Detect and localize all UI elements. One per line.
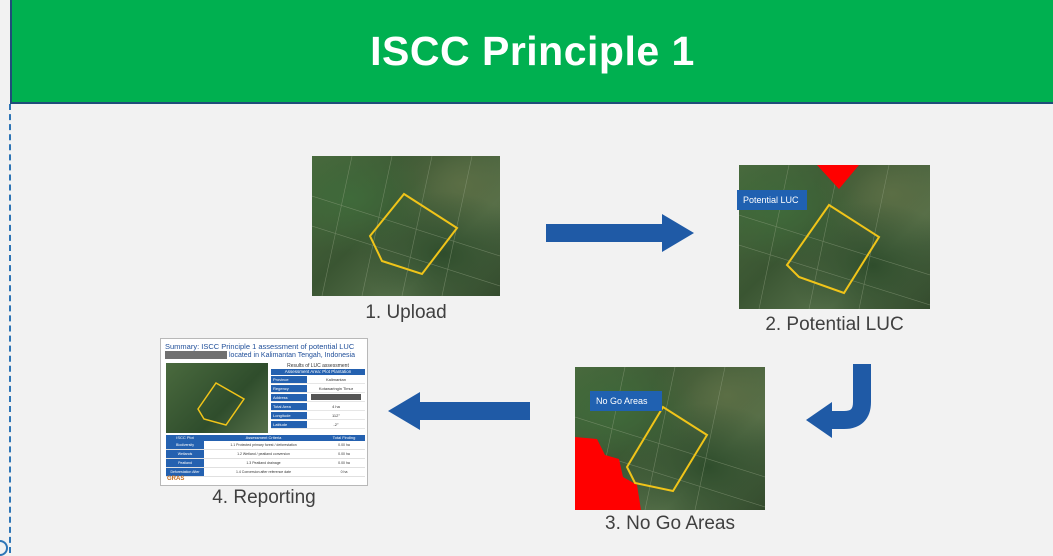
report-results-table: ISCC Plot Assessment Criteria Total Find…	[166, 435, 365, 482]
satellite-plot-3	[575, 367, 765, 510]
arrow-right-icon	[546, 214, 694, 252]
slide-title: ISCC Principle 1	[370, 27, 695, 74]
report-info-panel: Results of LUC assessment Assessment Are…	[271, 363, 365, 433]
step-3-caption: 3. No Go Areas	[605, 513, 735, 534]
upload-map-image	[312, 156, 500, 296]
step-4-caption: 4. Reporting	[212, 487, 316, 508]
redacted-block	[165, 351, 227, 359]
report-panel-bar: Assessment Area: Plot Plantation	[271, 369, 365, 375]
info-row: Address	[271, 393, 365, 402]
report-map-image	[166, 363, 268, 433]
title-banner: ISCC Principle 1	[10, 0, 1053, 104]
report-subtitle: located in Kalimantan Tengah, Indonesia	[229, 352, 355, 359]
curved-arrow-icon	[806, 364, 871, 438]
corner-handle	[0, 540, 8, 556]
satellite-plot-1	[312, 156, 500, 296]
arrow-left-icon	[388, 392, 530, 430]
potential-luc-callout: Potential LUC	[737, 190, 807, 210]
no-go-areas-callout: No Go Areas	[590, 391, 662, 411]
slide-left-border	[9, 104, 11, 553]
potential-luc-map-image	[739, 165, 930, 309]
report-thumbnail: Summary: ISCC Principle 1 assessment of …	[160, 338, 368, 486]
report-panel-heading: Results of LUC assessment	[287, 363, 349, 369]
gras-logo: GRAS	[167, 476, 185, 482]
step-2-caption: 2. Potential LUC	[765, 314, 904, 335]
table-header: ISCC Plot Assessment Criteria Total Find…	[166, 435, 365, 441]
step-1-caption: 1. Upload	[365, 302, 447, 323]
no-go-areas-map-image	[575, 367, 765, 510]
info-row: Latitude-2°	[271, 420, 365, 429]
satellite-plot-2	[739, 165, 930, 309]
